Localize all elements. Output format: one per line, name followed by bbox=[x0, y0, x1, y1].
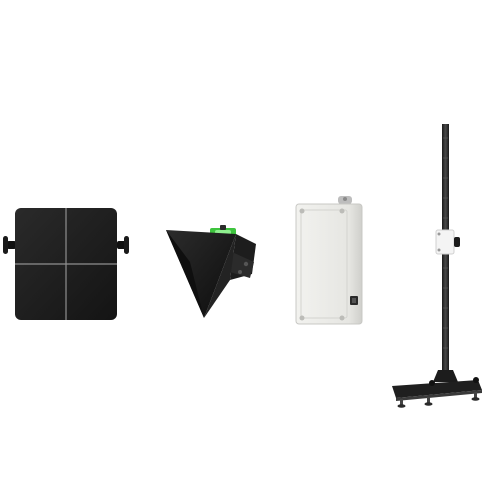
left-knob-icon bbox=[3, 236, 16, 254]
mounting-lug-icon bbox=[338, 196, 352, 204]
right-knob-icon bbox=[117, 236, 129, 254]
floor-stand bbox=[392, 124, 482, 408]
leveling-foot-icon bbox=[424, 397, 433, 406]
trihedral-corner-reflector bbox=[166, 225, 256, 318]
weatherproof-enclosure bbox=[295, 196, 363, 325]
square-reflector-panel bbox=[3, 208, 129, 320]
pole-clamp-icon bbox=[435, 229, 460, 255]
leveling-foot-icon bbox=[471, 392, 480, 401]
connector-port-icon bbox=[350, 296, 358, 305]
leveling-foot-icon bbox=[397, 399, 406, 408]
